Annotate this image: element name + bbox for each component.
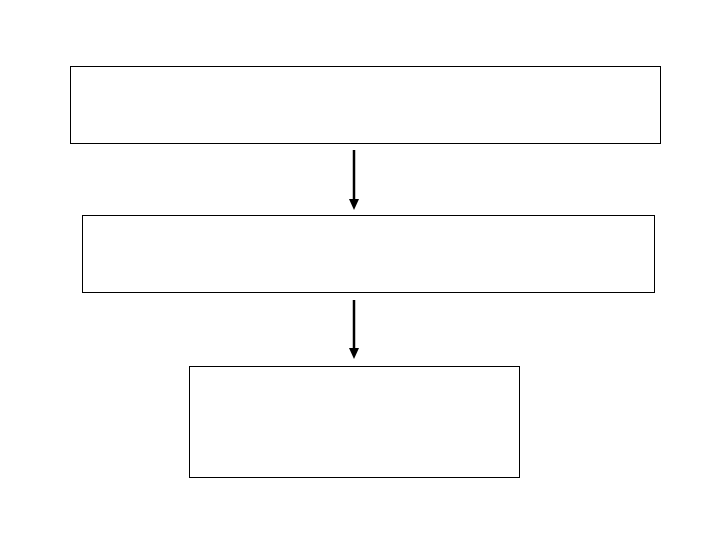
flowchart-box-middle — [82, 215, 655, 293]
arrow-top-to-middle — [349, 150, 359, 210]
arrow-middle-to-bottom — [349, 300, 359, 359]
flowchart-box-top — [70, 66, 661, 144]
flowchart-box-bottom — [189, 366, 520, 478]
